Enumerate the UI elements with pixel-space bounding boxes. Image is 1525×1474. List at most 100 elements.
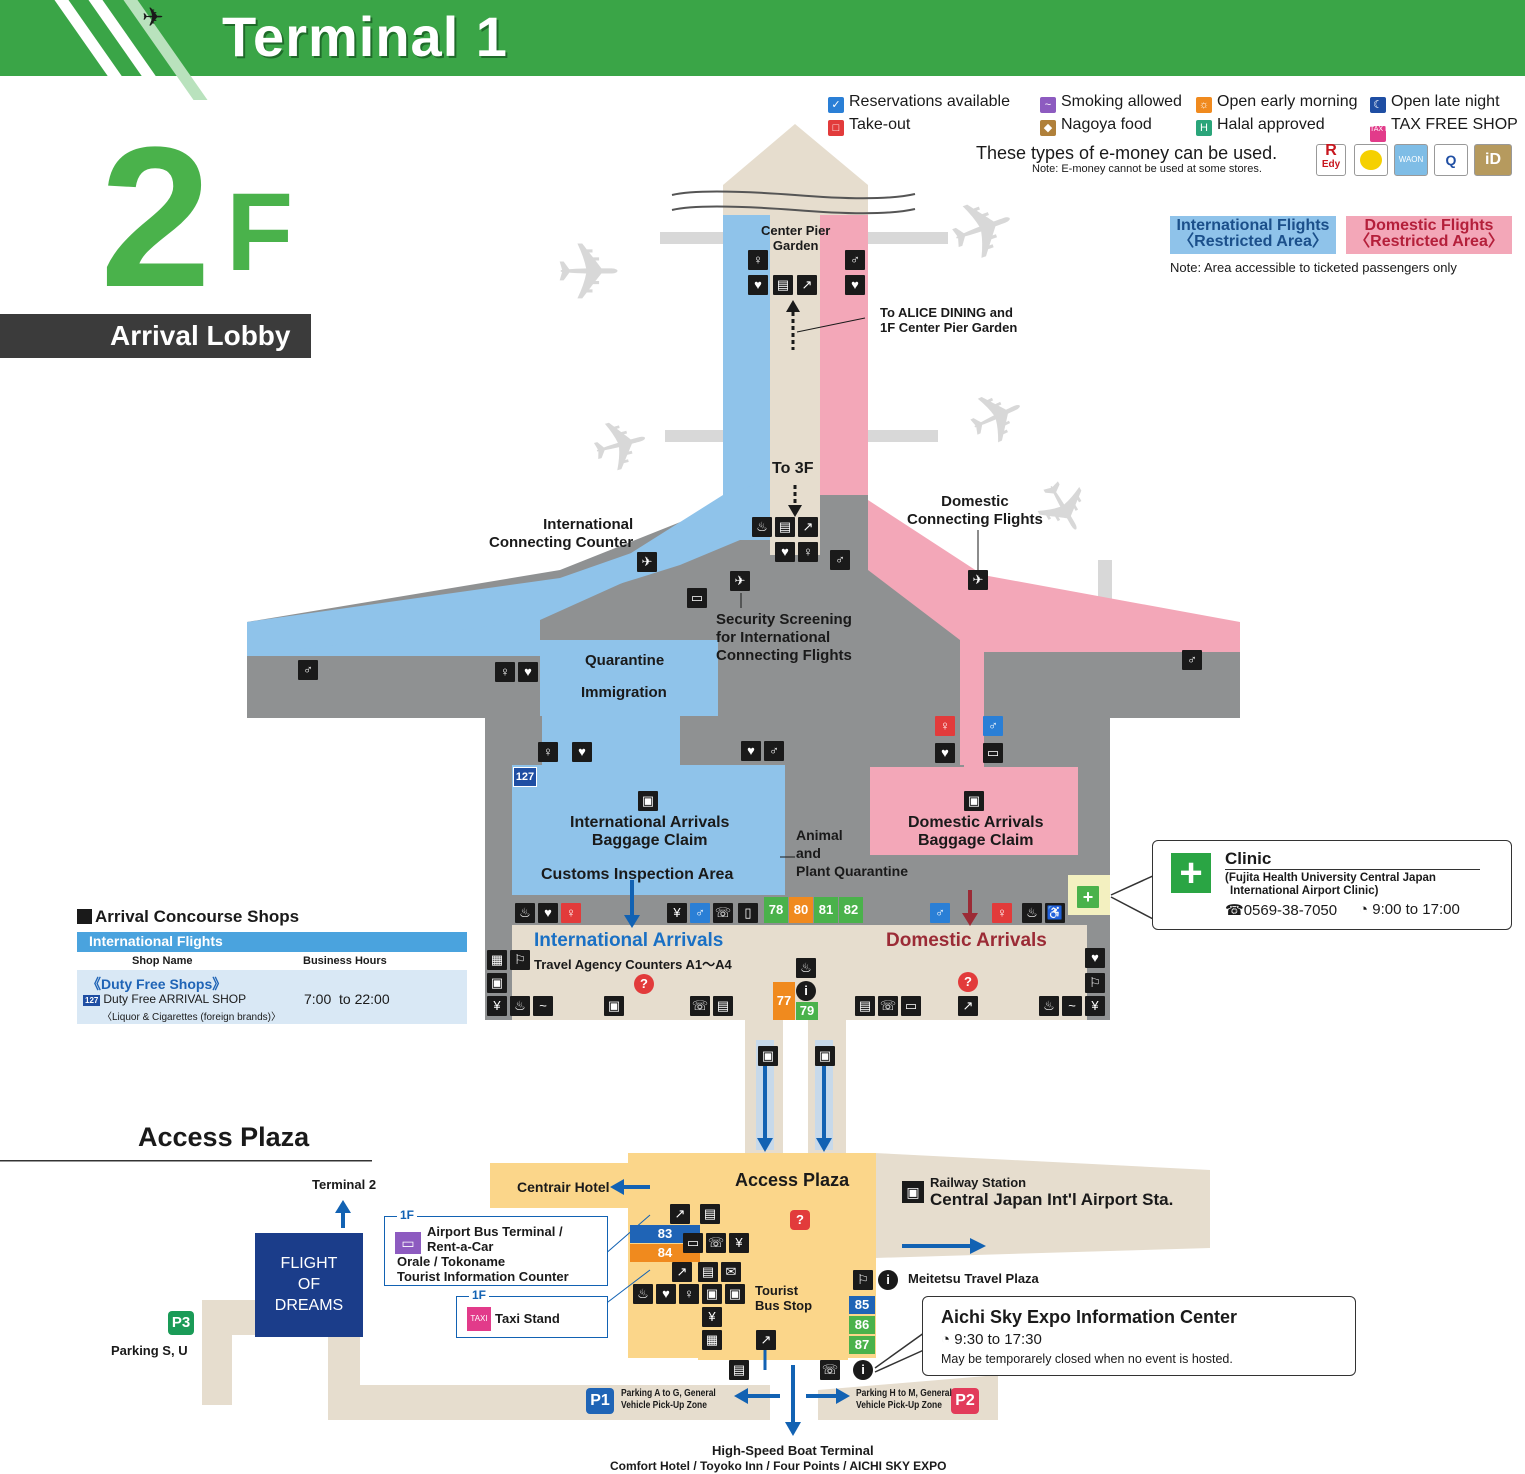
locker-icon: ▦: [487, 950, 507, 970]
dom-baggage-area: [870, 767, 1078, 855]
walkway-arrow: [816, 1138, 832, 1152]
clock-icon: ◔: [941, 1331, 951, 1348]
legend-item: ~Smoking allowed: [1040, 93, 1182, 113]
col-business-hours: Business Hours: [303, 955, 387, 967]
information-icon: ?: [634, 974, 654, 994]
p2-badge: P2: [951, 1388, 979, 1414]
shop-category: 《Duty Free Shops》: [87, 976, 227, 992]
security-icon: ▭: [687, 588, 707, 608]
boarding-bridge: [868, 430, 938, 442]
mail-icon: ✉: [721, 1262, 741, 1282]
square-bullet-icon: [77, 909, 92, 924]
hotel-arrow: [610, 1179, 624, 1195]
airplane-icon: ✈: [142, 2, 164, 32]
nursing-room-icon: ♥: [775, 542, 795, 562]
dom-wing: [868, 500, 1240, 765]
gate-83: 83: [630, 1225, 700, 1243]
shops-title: Arrival Concourse Shops: [77, 907, 299, 927]
center-corridor: [770, 215, 820, 555]
baggage-icon: ▣: [702, 1284, 722, 1304]
airplane-silhouette: ✈: [953, 368, 1041, 467]
gate-79: 79: [796, 1002, 818, 1020]
nursing-room-icon: ♥: [748, 275, 768, 295]
baggage-icon: ▣: [964, 791, 984, 811]
expo-info-box: Aichi Sky Expo Information Center ◔ 9:30…: [922, 1296, 1356, 1376]
clinic-icon: +: [1077, 886, 1099, 908]
clinic-hours: ◔ 9:00 to 17:00: [1359, 901, 1460, 918]
waon-logo: WAON: [1394, 144, 1428, 176]
bus-terminal-label: Airport Bus Terminal /Rent-a-Car: [427, 1224, 563, 1254]
nursing-room-icon: ♥: [935, 743, 955, 763]
taxi-floor-label: 1F: [469, 1288, 490, 1302]
train-icon: ▣: [902, 1181, 924, 1203]
p3-badge: P3: [168, 1311, 194, 1335]
delivery-icon: ⚐: [1085, 973, 1105, 993]
boarding-bridge: [660, 232, 724, 244]
baggage-icon: ▣: [638, 791, 658, 811]
late-night-icon: ☾: [1370, 97, 1386, 113]
parking-su-label: Parking S, U: [111, 1343, 188, 1358]
railway-arrow: [970, 1238, 986, 1254]
escalator-icon: ↗: [670, 1204, 690, 1224]
mens-restroom-icon: ♂: [930, 903, 950, 923]
transfer-icon: ✈: [637, 552, 657, 572]
travel-agency-label: Travel Agency Counters A1～A4: [534, 957, 732, 972]
airplane-silhouette: ✈: [936, 175, 1031, 285]
callout-line: [1110, 896, 1156, 921]
access-divider: [0, 1160, 372, 1162]
boat-terminal-label: High-Speed Boat Terminal: [712, 1443, 874, 1458]
restroom-icon: ♂: [764, 741, 784, 761]
drinking-water-icon: ♨: [1039, 996, 1059, 1016]
gate-81: 81: [814, 897, 838, 923]
access-plaza-label: Access Plaza: [735, 1170, 850, 1190]
information-icon: ?: [790, 1210, 810, 1230]
quarantine-immigration-area: [540, 640, 718, 716]
centrair-hotel-area: [490, 1163, 630, 1208]
emoney-text: These types of e-money can be used.: [976, 143, 1278, 163]
computer-icon: ▭: [901, 996, 921, 1016]
womens-restroom-icon: ♀: [935, 716, 955, 736]
security-icon: ▭: [983, 743, 1003, 763]
clinic-divider: [1225, 869, 1480, 870]
smoking-icon: ~: [1040, 97, 1056, 113]
escalator-icon: ↗: [756, 1330, 776, 1350]
taxi-label: Taxi Stand: [495, 1311, 560, 1326]
legend-item: ☼Open early morning: [1196, 93, 1358, 113]
floor-number: 2: [100, 106, 211, 329]
boarding-bridge: [665, 430, 725, 442]
baggage-storage-icon: ▣: [487, 973, 507, 993]
info-icon: i: [796, 981, 816, 1001]
pier-break-line: [671, 190, 916, 200]
shop-number-badge: 127: [83, 995, 101, 1006]
nursing-room-icon: ♥: [1085, 948, 1105, 968]
area-note: Note: Area accessible to ticketed passen…: [1170, 260, 1457, 275]
access-plaza-heading: Access Plaza: [138, 1122, 310, 1152]
railway-corridor: [875, 1153, 1210, 1258]
clinic-phone: ☎0569-38-7050: [1225, 902, 1338, 919]
to-3f-label: To 3F: [772, 460, 814, 477]
shop-hours: 7:00 to 22:00: [304, 991, 390, 1007]
gate-84: 84: [630, 1244, 700, 1262]
gate-78: 78: [764, 897, 788, 923]
transfer-icon: ✈: [968, 570, 988, 590]
escalator-icon: ↗: [797, 275, 817, 295]
gate-77: 77: [773, 982, 795, 1020]
restroom-icon: ♀: [495, 662, 515, 682]
phone-icon: ☏: [713, 903, 733, 923]
taxi-box: 1F TAXI Taxi Stand: [456, 1288, 608, 1338]
shops-section-header: International Flights: [77, 932, 467, 952]
drinking-water-icon: ♨: [510, 996, 530, 1016]
mens-restroom-icon: ♂: [690, 903, 710, 923]
restroom-icon: ♀: [748, 250, 768, 270]
elevator-icon: ▤: [855, 996, 875, 1016]
phone-icon: ☎: [1225, 902, 1244, 919]
